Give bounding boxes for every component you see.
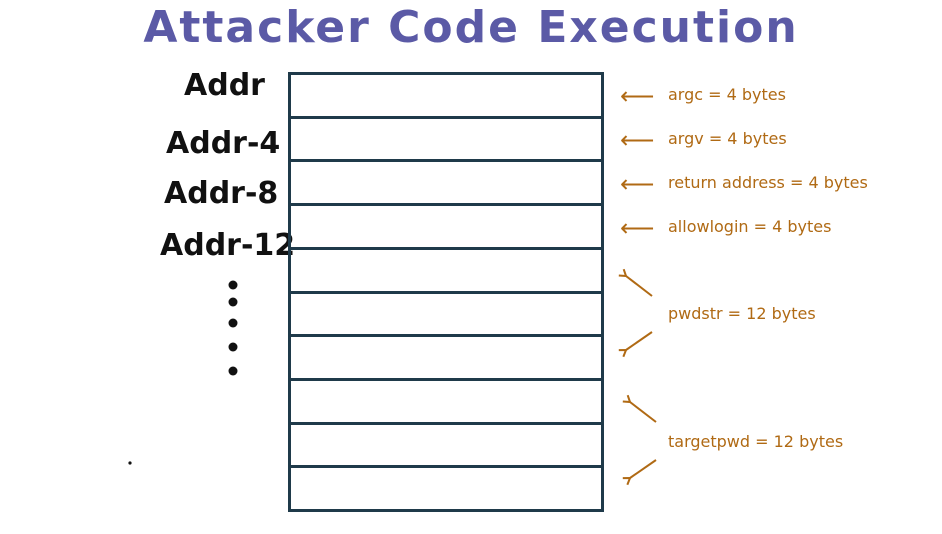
stack-slot-pwdstr	[291, 294, 601, 338]
annotation-argc: argc = 4 bytes	[668, 85, 786, 104]
diagram-title: Attacker Code Execution	[143, 2, 799, 53]
ellipsis-dot	[228, 318, 238, 328]
arrow-down-left-icon	[622, 459, 657, 486]
stack-frame	[288, 72, 604, 512]
stack-slot-pwdstr	[291, 250, 601, 294]
arrow-down-left-icon	[618, 331, 653, 358]
annotation-allowlogin: allowlogin = 4 bytes	[668, 217, 832, 236]
annotation-argv: argv = 4 bytes	[668, 129, 787, 148]
ellipsis-dot	[228, 366, 238, 376]
address-label: Addr-4	[166, 126, 281, 161]
stray-dot	[128, 461, 132, 465]
annotation-pwdstr: pwdstr = 12 bytes	[668, 304, 816, 323]
left-arrow-icon: ⟵	[620, 214, 655, 242]
ellipsis-dot	[228, 297, 238, 307]
annotation-targetpwd: targetpwd = 12 bytes	[668, 432, 844, 451]
address-label: Addr	[184, 68, 265, 103]
stack-slot-targetpwd	[291, 425, 601, 469]
stack-slot-argv	[291, 119, 601, 163]
address-label: Addr-8	[164, 176, 279, 211]
stack-slot-return-address	[291, 162, 601, 207]
left-arrow-icon: ⟵	[620, 82, 655, 110]
arrow-up-left-icon	[618, 268, 653, 297]
stack-slot-argc	[291, 75, 601, 119]
address-label: Addr-12	[160, 228, 296, 263]
left-arrow-icon: ⟵	[620, 170, 655, 198]
stack-slot-pwdstr	[291, 337, 601, 381]
arrow-up-left-icon	[622, 394, 657, 423]
annotation-return-address: return address = 4 bytes	[668, 173, 868, 192]
ellipsis-dot	[228, 342, 238, 352]
ellipsis-dot	[228, 280, 238, 290]
stack-slot-targetpwd	[291, 381, 601, 425]
stack-slot-allowlogin	[291, 206, 601, 250]
left-arrow-icon: ⟵	[620, 126, 655, 154]
